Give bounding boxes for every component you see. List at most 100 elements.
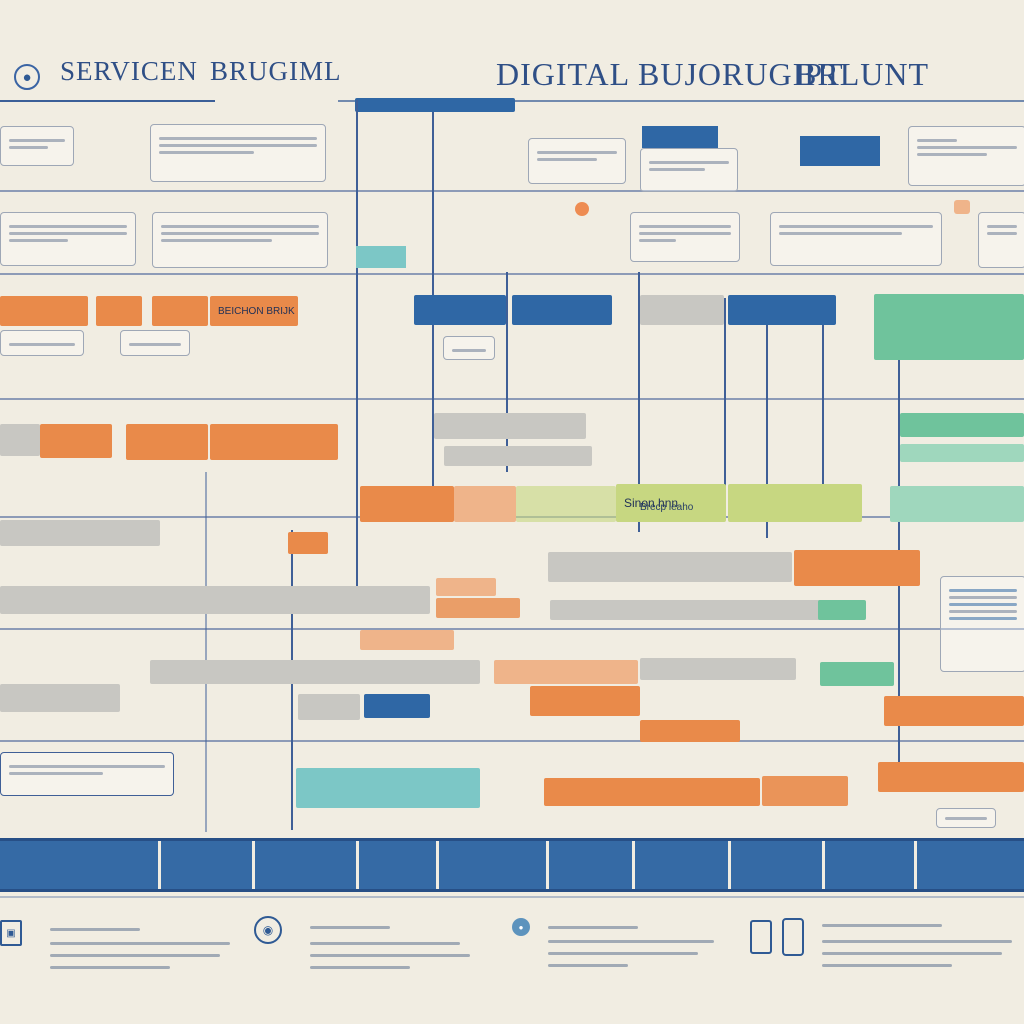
v-line-1 — [356, 100, 358, 600]
row3-box-1 — [0, 330, 84, 356]
row3-orange-2 — [96, 296, 142, 326]
row7-blue — [364, 694, 430, 718]
row7-orange-2 — [530, 686, 640, 716]
row8-box-2 — [936, 808, 996, 828]
v-line-4 — [638, 272, 640, 532]
row4-orange-2 — [126, 424, 208, 460]
row4-gray-2 — [434, 413, 586, 439]
orange-dot-1 — [575, 202, 589, 216]
right-list-box — [940, 576, 1024, 672]
footer-line-9 — [548, 926, 638, 929]
grid-line-3 — [0, 398, 1024, 400]
info-box-1 — [0, 126, 74, 166]
row5-orange-2 — [454, 486, 516, 522]
footer-line-12 — [548, 964, 628, 967]
device-icon — [782, 918, 804, 956]
row7-orange-1 — [494, 660, 638, 684]
row6-orange-2 — [436, 598, 520, 618]
strip-cell-2 — [158, 841, 255, 889]
row6-gray-3 — [550, 600, 860, 620]
row6-gray-2 — [548, 552, 792, 582]
grid-line-5 — [0, 628, 1024, 630]
strip-cell-6 — [546, 841, 635, 889]
strip-cell-3 — [252, 841, 359, 889]
header-blue-tab — [355, 98, 515, 112]
info-box-5 — [908, 126, 1024, 186]
row5-lime-2: Sinon hnn — [616, 484, 726, 522]
monitor-icon: ▣ — [0, 920, 22, 946]
footer-line-5 — [310, 926, 390, 929]
row3-box-3 — [443, 336, 495, 360]
info-box-7 — [152, 212, 328, 268]
row6-orange-3 — [794, 550, 920, 586]
grid-line-6 — [0, 740, 1024, 742]
row7-gray-1 — [150, 660, 480, 684]
info-box-9 — [770, 212, 942, 266]
row7-gray-2 — [640, 658, 796, 680]
strip-cell-9 — [822, 841, 917, 889]
row8-orange-1 — [544, 778, 760, 806]
grid-line-2 — [0, 273, 1024, 275]
row6-orange-1 — [436, 578, 496, 596]
row4-green-1 — [900, 413, 1024, 437]
footer-line-15 — [822, 952, 1002, 955]
footer-line-1 — [50, 928, 140, 931]
row3-gray-1 — [640, 295, 724, 325]
row3-orange-4: BEICHON BRIJK — [210, 296, 298, 326]
row7-green — [820, 662, 894, 686]
header-left-title-a: SERVICEN — [60, 56, 198, 86]
header-right-title-b: BRLUNT — [795, 56, 929, 92]
row5-lime-3 — [728, 484, 862, 522]
row7-gray-3 — [0, 684, 120, 712]
row6-green — [818, 600, 866, 620]
row8-box-1 — [0, 752, 174, 796]
row3-orange-3 — [152, 296, 208, 326]
row3-box-2 — [120, 330, 190, 356]
row4-orange-1 — [40, 424, 112, 458]
row7-gray-4 — [298, 694, 360, 720]
row5-lime-1 — [516, 486, 616, 522]
footer-line-14 — [822, 940, 1012, 943]
bottom-label-strip — [0, 838, 1024, 892]
v-line-5 — [724, 298, 726, 498]
footer-line-6 — [310, 942, 460, 945]
header-circle-icon: ● — [14, 64, 40, 90]
row3-blue-3 — [728, 295, 836, 325]
row4-gray-1 — [0, 424, 40, 456]
footer-line-11 — [548, 952, 698, 955]
row5-sub-label: Brecp ieaho — [640, 502, 694, 513]
footer-line-3 — [50, 954, 220, 957]
row7-orange-4 — [640, 720, 740, 742]
row5-green — [890, 486, 1024, 522]
top-rule-right — [338, 100, 1024, 102]
strip-cell-8 — [728, 841, 825, 889]
row6-orange-4 — [360, 630, 454, 650]
footer-line-8 — [310, 966, 410, 969]
row4-green-2 — [900, 444, 1024, 462]
footer-line-13 — [822, 924, 942, 927]
footer-line-16 — [822, 964, 952, 967]
info-box-4 — [640, 148, 738, 192]
info-box-3 — [528, 138, 626, 184]
row8-orange-3 — [878, 762, 1024, 792]
info-box-8 — [630, 212, 740, 262]
strip-cell-1 — [0, 841, 161, 889]
v-line-6 — [766, 298, 768, 538]
row3-green — [874, 294, 1024, 360]
row3-blue-2 — [512, 295, 612, 325]
row8-orange-2 — [762, 776, 848, 806]
v-line-3 — [506, 272, 508, 472]
footer-line-4 — [50, 966, 170, 969]
footer-line-2 — [50, 942, 230, 945]
row5-gray-left — [0, 520, 160, 546]
info-box-10 — [978, 212, 1024, 268]
row3-blue-1 — [414, 295, 506, 325]
phone-icon — [750, 920, 772, 954]
row5-orange-small — [288, 532, 328, 554]
info-box-2 — [150, 124, 326, 182]
strip-cell-10 — [914, 841, 1024, 889]
blue-card-1 — [642, 126, 718, 148]
row6-gray-1 — [0, 586, 430, 614]
strip-cell-4 — [356, 841, 439, 889]
row4-gray-3 — [444, 446, 592, 466]
